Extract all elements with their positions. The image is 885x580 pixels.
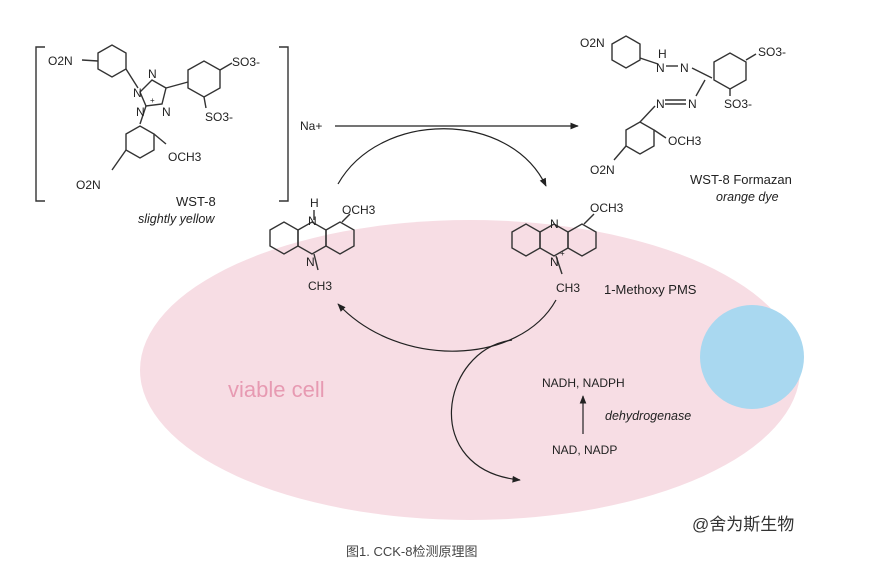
wst8-plus: +	[150, 96, 155, 105]
figure-caption: 图1. CCK-8检测原理图	[346, 544, 477, 559]
cofactor-oxidized: NAD, NADP	[552, 443, 617, 457]
formazan-n-label: N	[688, 97, 697, 111]
oxidized-pms-ch3: CH3	[556, 281, 580, 295]
electron-transfer-lower-arc	[337, 299, 557, 352]
viable-cell-ellipse	[140, 220, 800, 520]
reduced-pms-och3: OCH3	[342, 203, 376, 217]
wst8-n-label: N	[148, 67, 157, 81]
reduced-pms-structure: H OCH3 N N CH3	[269, 196, 376, 293]
electron-transfer-upper-arc	[337, 128, 547, 187]
reduced-pms-ch3: CH3	[308, 279, 332, 293]
formazan-color: orange dye	[716, 190, 779, 204]
formazan-n-label: N	[656, 61, 665, 75]
wst8-n-label: N	[162, 105, 171, 119]
wst8-o2n-bottom: O2N	[76, 178, 101, 192]
nucleus-circle	[700, 305, 804, 409]
enzyme-label: dehydrogenase	[605, 409, 691, 423]
wst8-och3: OCH3	[168, 150, 202, 164]
wst8-n-label: N	[133, 86, 142, 100]
formazan-structure: O2N H N N SO3- SO3- N N OCH3 O2N WST-8 F…	[580, 35, 792, 204]
wst8-structure: O2N N N N N + SO3- SO3- OCH3 O2N WST-8 s…	[35, 44, 289, 226]
formazan-n-label: N	[680, 61, 689, 75]
reduced-pms-n-label: N	[308, 214, 317, 228]
wst8-name: WST-8	[176, 194, 216, 209]
wst8-so3-a: SO3-	[232, 55, 260, 69]
nad-cycle-arc	[450, 339, 521, 483]
formazan-name: WST-8 Formazan	[690, 172, 792, 187]
formazan-o2n-top: O2N	[580, 36, 605, 50]
wst8-color: slightly yellow	[138, 212, 215, 226]
watermark-text: @舍为斯生物	[692, 515, 794, 534]
formazan-och3: OCH3	[668, 134, 702, 148]
formazan-so3-a: SO3-	[758, 45, 786, 59]
wst8-o2n-top: O2N	[48, 54, 73, 68]
oxidized-pms-name: 1-Methoxy PMS	[604, 282, 697, 297]
oxidized-pms-och3: OCH3	[590, 201, 624, 215]
oxidized-pms-structure: OCH3 N N + CH3 1-Methoxy PMS	[511, 201, 697, 297]
wst8-n-label: N	[136, 105, 145, 119]
oxidized-pms-n-label: N	[550, 217, 559, 231]
reduced-pms-h: H	[310, 196, 319, 210]
cell-label: viable cell	[228, 377, 325, 402]
oxidized-pms-plus: +	[560, 249, 565, 258]
oxidized-pms-n-label: N	[550, 255, 559, 269]
formazan-nh-h: H	[658, 47, 667, 61]
sodium-cation: Na+	[300, 119, 322, 133]
reduced-pms-n-label: N	[306, 255, 315, 269]
wst8-so3-b: SO3-	[205, 110, 233, 124]
formazan-n-label: N	[656, 97, 665, 111]
formazan-so3-b: SO3-	[724, 97, 752, 111]
formazan-o2n-bottom: O2N	[590, 163, 615, 177]
cofactor-reduced: NADH, NADPH	[542, 376, 625, 390]
